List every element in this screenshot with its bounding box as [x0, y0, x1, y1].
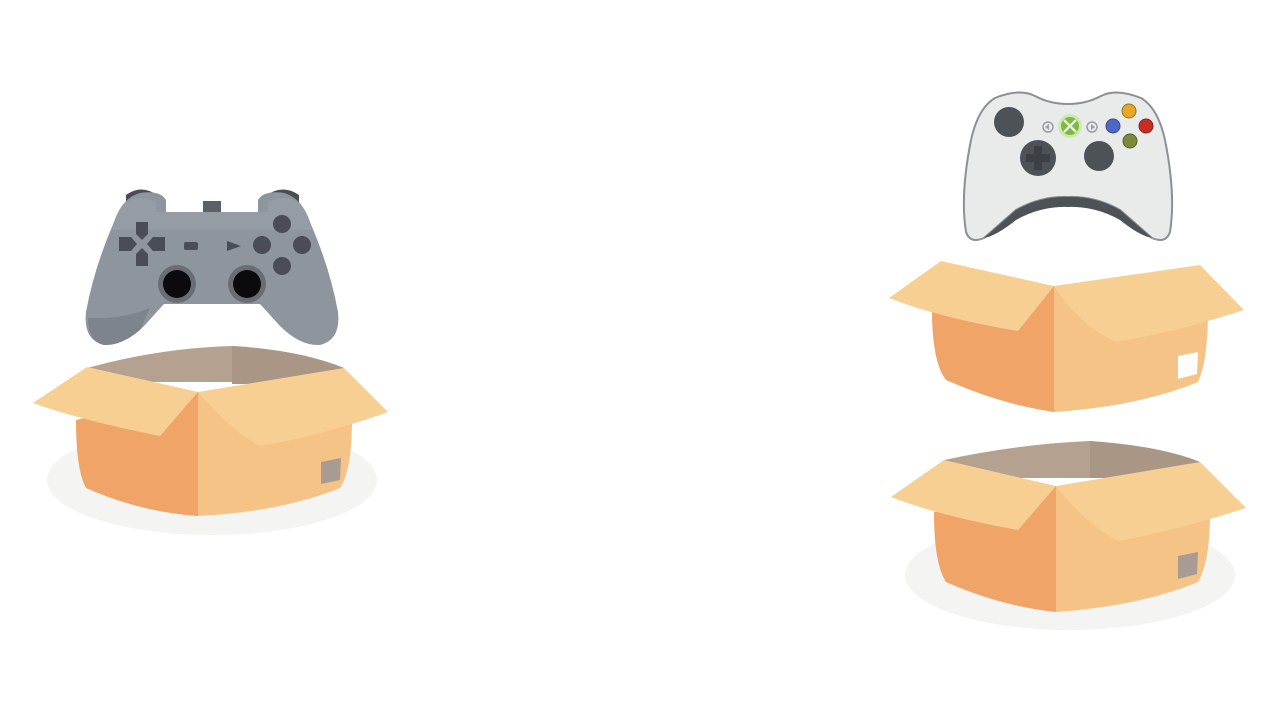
gamepad-xbox-icon: [962, 91, 1174, 241]
open-box-right: [891, 441, 1246, 630]
open-box-left: [33, 346, 388, 535]
gamepad-ps-icon: [85, 189, 339, 346]
closed-box-right: [889, 261, 1244, 412]
